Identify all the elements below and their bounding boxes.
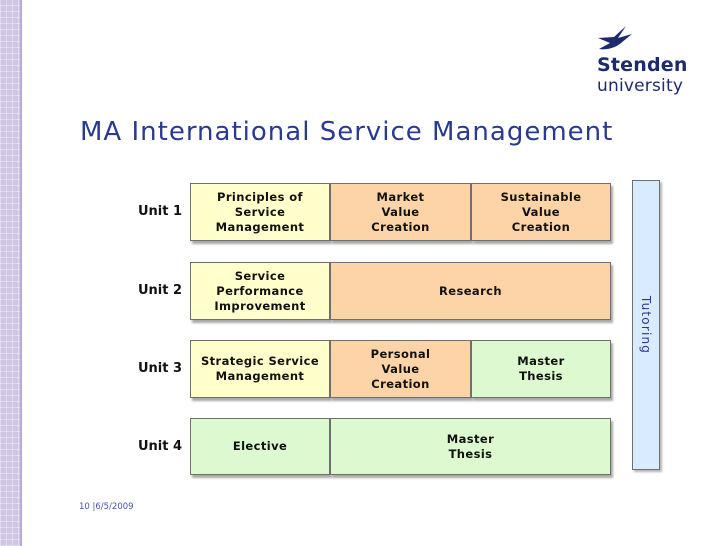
decorative-sidebar [0,0,22,546]
logo-subtitle: university [597,76,684,96]
research-box: Research [330,262,611,320]
principles-box: Principles of Service Management [190,183,330,241]
personal-value-box: Personal Value Creation [330,340,471,398]
unit-3-label: Unit 3 [137,361,182,376]
strategic-service-box: Strategic Service Management [190,340,330,398]
page-title: MA International Service Management [80,117,614,147]
logo: Stenden university [592,24,702,96]
sustainable-value-box: Sustainable Value Creation [471,183,611,241]
logo-name: Stenden [597,54,688,76]
master-thesis-unit4-box: Master Thesis [330,418,611,475]
master-thesis-unit3-box: Master Thesis [471,340,611,398]
footer-page-date: 10 |6/5/2009 [79,502,134,512]
service-performance-box: Service Performance Improvement [190,262,330,320]
unit-4-label: Unit 4 [137,439,182,454]
tutoring-label: Tutoring [639,295,653,355]
market-value-box: Market Value Creation [330,183,471,241]
elective-box: Elective [190,418,330,475]
unit-2-label: Unit 2 [137,283,182,298]
swallow-icon [598,26,632,50]
unit-1-label: Unit 1 [137,204,182,219]
tutoring-bar: Tutoring [632,180,660,470]
